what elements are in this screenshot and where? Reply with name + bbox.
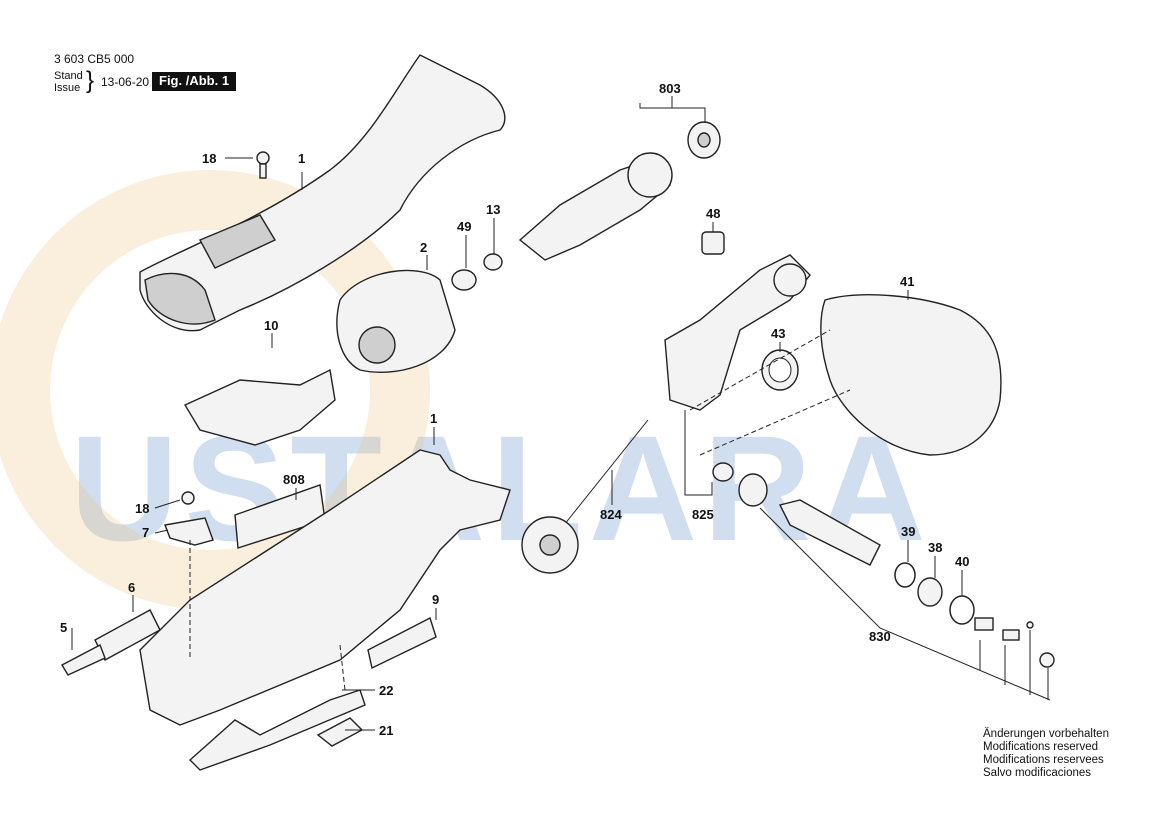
brace: }	[86, 67, 95, 94]
modification-notes: Änderungen vorbehalten Modifications res…	[983, 728, 1109, 780]
part-number-22: 22	[379, 683, 394, 698]
field-coil-bore	[358, 326, 396, 364]
gear-arm-housing	[664, 254, 811, 411]
part-number-49: 49	[457, 219, 472, 234]
housing-bottom-shell	[139, 449, 511, 726]
housing-top-nose	[144, 272, 216, 325]
ring-39	[894, 562, 916, 588]
label-9	[367, 616, 437, 670]
assembly-line-1	[689, 329, 831, 411]
bearing-49	[451, 269, 477, 291]
figure-tag: Fig. /Abb. 1	[152, 72, 237, 91]
stand-label: Stand	[54, 70, 83, 82]
part-number-21: 21	[379, 723, 394, 738]
part-number-803: 803	[659, 81, 681, 96]
spindle-824	[559, 419, 649, 531]
housing-top-vent	[199, 214, 276, 269]
part-number-5: 5	[60, 620, 68, 635]
issue-date: 13-06-20	[101, 75, 150, 89]
assembly-line-2	[699, 389, 851, 456]
note-es: Salvo modificaciones	[983, 767, 1092, 779]
part-number-18-bottom: 18	[135, 501, 150, 516]
part-number-48: 48	[706, 206, 721, 221]
screw-18-top-shaft	[259, 163, 267, 179]
pinion-48	[701, 231, 725, 255]
part-number-41: 41	[900, 274, 915, 289]
part-number-808: 808	[283, 472, 305, 487]
part-number-18-top: 18	[202, 151, 217, 166]
leader-18-bottom	[154, 499, 181, 509]
housing-top-shell	[139, 54, 506, 332]
part-number-7: 7	[142, 525, 150, 540]
issue-label: Issue	[54, 82, 81, 94]
part-number-13: 13	[486, 202, 501, 217]
part-number-1-bottom: 1	[430, 411, 438, 426]
screw-18-top-head	[256, 151, 270, 165]
switch-assembly-10	[183, 368, 336, 446]
field-coil	[336, 269, 456, 373]
leader-825	[684, 410, 713, 496]
note-fr: Modifications reservees	[983, 754, 1104, 766]
guard-41	[820, 294, 1002, 456]
ring-40	[949, 595, 975, 625]
bearing-803-bore	[697, 132, 711, 148]
part-number-9: 9	[432, 592, 440, 607]
part-number-2: 2	[420, 240, 428, 255]
cable-5	[61, 644, 106, 676]
part-number-824: 824	[600, 507, 622, 522]
note-en: Modifications reserved	[983, 741, 1099, 753]
gear-824-hub	[539, 534, 561, 556]
part-number-38: 38	[928, 540, 943, 555]
armature-fan	[627, 152, 673, 198]
bearing-825	[738, 473, 768, 507]
pin-830	[1002, 629, 1020, 641]
doc-number: 3 603 CB5 000	[54, 52, 135, 66]
part-number-830: 830	[869, 629, 891, 644]
leader-830-a	[759, 507, 1051, 701]
ball-830	[1026, 621, 1034, 629]
note-de: Änderungen vorbehalten	[983, 728, 1109, 740]
part-number-39: 39	[901, 524, 916, 539]
sleeve-825	[712, 462, 734, 482]
part-number-10: 10	[264, 318, 279, 333]
part-number-40: 40	[955, 554, 970, 569]
cap-830	[1039, 652, 1055, 668]
part-number-6: 6	[128, 580, 136, 595]
spring-830	[974, 617, 994, 631]
bearing-13	[483, 253, 503, 271]
screw-18-bottom-head	[181, 491, 195, 505]
watermark-circle	[0, 170, 430, 610]
clamp-7	[164, 517, 214, 546]
part-number-825: 825	[692, 507, 714, 522]
washer-43-hole	[768, 357, 792, 383]
ring-38	[917, 577, 943, 607]
gear-arm-bearing-seat	[773, 263, 807, 297]
part-number-1-top: 1	[298, 151, 306, 166]
leader-7	[154, 529, 169, 534]
part-number-43: 43	[771, 326, 786, 341]
drive-shaft-830	[778, 499, 881, 566]
